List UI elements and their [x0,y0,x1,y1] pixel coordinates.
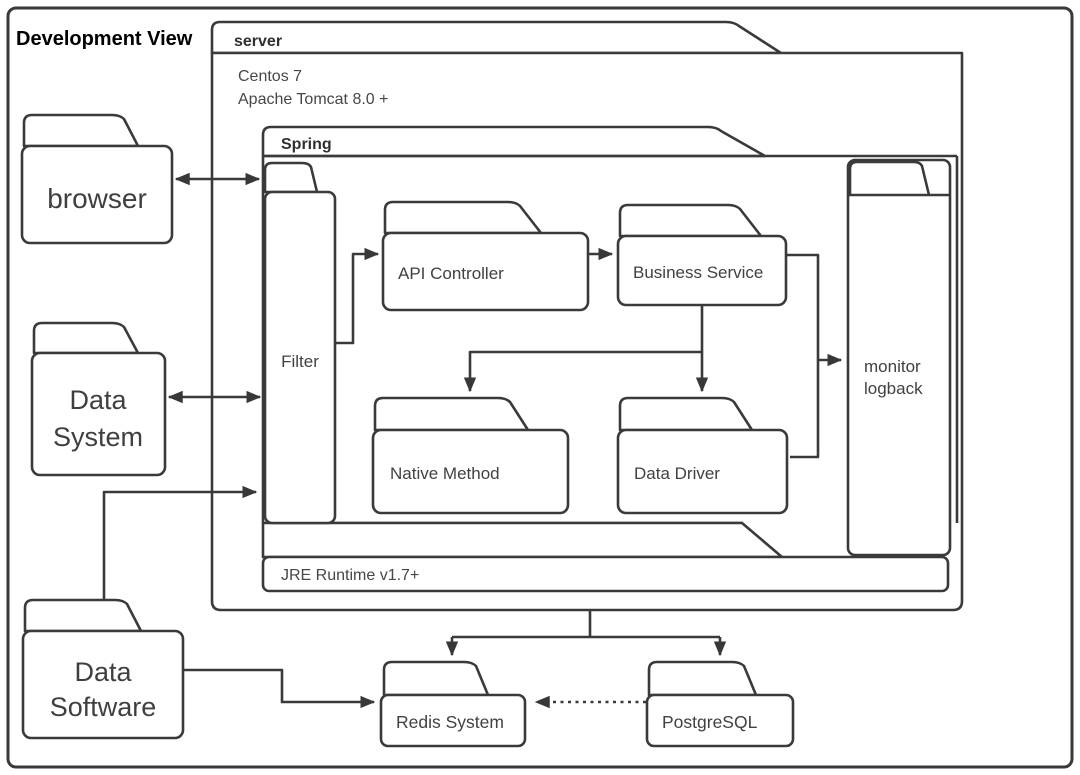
business-service-label: Business Service [633,263,763,282]
data-software-tab [23,598,143,633]
data-software-body [21,629,185,740]
data-system-label-line2: System [53,422,143,452]
edge-spine-businessservice-datadriver [786,253,820,459]
postgresql-node: PostgreSQL [645,660,795,748]
filter-tab [263,161,319,194]
redis-system-body [379,693,527,748]
data-driver-tab [618,396,754,432]
data-software-node: Data Software [21,598,185,740]
data-system-node: Data System [30,321,167,477]
data-driver-body [616,428,789,515]
jre-runtime-node: JRE Runtime v1.7+ [261,521,950,593]
data-system-label-line1: Data [69,385,127,415]
server-runtime-label: Apache Tomcat 8.0 + [238,91,388,108]
data-system-body [30,351,167,477]
server-label: server [234,33,282,50]
business-service-node: Business Service [616,203,788,307]
postgresql-body [645,693,795,748]
native-method-tab [373,396,530,432]
monitor-logback-body [846,158,952,557]
monitor-logback-tab [848,160,931,196]
api-controller-node: API Controller [381,200,590,312]
browser-tab [22,113,140,148]
postgresql-tab [647,660,758,697]
business-service-body [616,234,788,307]
page-title: Development View [16,28,193,50]
server-tab [210,20,783,55]
data-system-tab [32,321,140,355]
edge-businessservice-nativemethod [463,350,702,393]
browser-node: browser [20,113,174,245]
spring-label: Spring [281,136,332,153]
data-software-label-line2: Software [50,692,157,722]
native-method-label: Native Method [390,464,500,483]
monitor-logback-node: monitor logback [846,158,952,557]
spring-tab [261,125,767,158]
redis-system-tab [382,660,490,697]
data-software-label-line1: Data [74,657,132,687]
api-controller-tab [383,200,543,235]
filter-label: Filter [281,352,319,371]
filter-node: Filter [263,161,337,525]
server-os-label: Centos 7 [238,68,302,85]
browser-label: browser [47,183,147,214]
monitor-logback-label-line1: monitor [864,357,921,376]
edge-datasoftware-redissystem [183,668,376,709]
native-method-node: Native Method [371,396,570,515]
jre-runtime-tab [261,521,784,559]
redis-system-label: Redis System [396,712,504,732]
data-driver-label: Data Driver [634,464,720,483]
edge-server-split-bar [452,610,720,639]
api-controller-body [381,231,590,312]
browser-body [20,144,174,245]
monitor-logback-label-line2: logback [864,379,923,398]
edge-filter-apicontroller [335,247,380,345]
api-controller-label: API Controller [398,264,504,283]
data-driver-node: Data Driver [616,396,789,515]
jre-runtime-label: JRE Runtime v1.7+ [281,567,419,584]
redis-system-node: Redis System [379,660,527,748]
filter-body [263,190,337,525]
jre-runtime-body [261,555,950,593]
native-method-body [371,428,570,515]
business-service-tab [618,203,763,238]
edge-datasoftware-filter [102,485,258,599]
edges [102,172,843,709]
postgresql-label: PostgreSQL [662,712,758,732]
